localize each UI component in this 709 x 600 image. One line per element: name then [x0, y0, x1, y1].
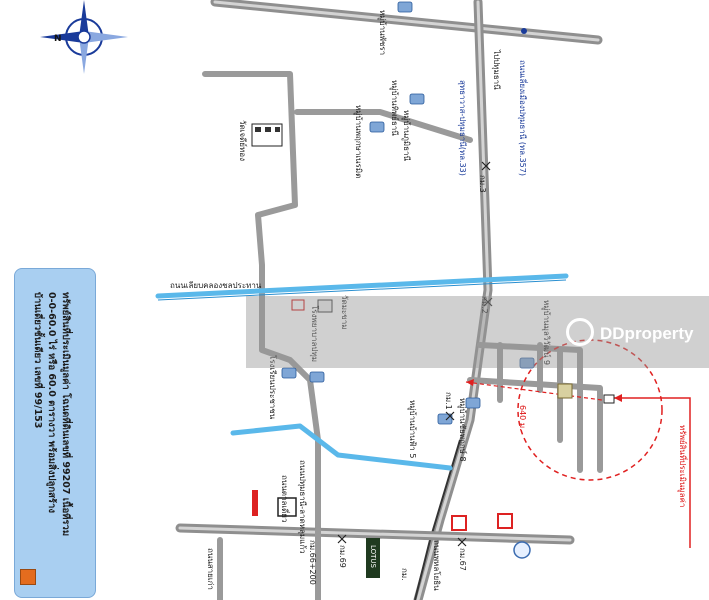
km-marker-icon	[337, 161, 493, 547]
legend-line-1: ทรัพย์สินที่ประเมินมูลค่า โฉนดที่ดินเลขท…	[60, 292, 71, 537]
label-compass-north: N	[54, 34, 62, 44]
label-lotus: LOTUS	[369, 545, 377, 569]
legend-line-2: 0-0-60.0 ไร่ หรือ 60.0 ตารางวา พร้อมสิ่ง…	[46, 292, 57, 513]
label-school2: โรงเรียนประชาชน	[268, 355, 278, 420]
road-village	[294, 109, 473, 143]
label-village7: หมู่บ้านบ้านฟ้า 5	[407, 400, 417, 458]
temple-icon	[317, 299, 333, 313]
village-icon	[281, 1, 535, 425]
label-school: วัดเจดีย์ทอง	[238, 120, 248, 161]
target-pointer	[614, 397, 691, 548]
watermark-band	[246, 296, 709, 368]
label-km3: กม.3	[478, 175, 487, 193]
canal	[155, 273, 569, 299]
distance-line	[465, 381, 603, 401]
label-km1: กม.1	[444, 392, 453, 410]
label-canal-road: ถนนเลียบคลองชลประทาน	[170, 281, 262, 290]
bank-logo	[513, 541, 531, 559]
label-km-south: กม.	[400, 568, 409, 581]
label-village1: หมู่บ้านพัชรา	[377, 10, 387, 55]
label-temple: วัดมะขาม	[340, 295, 349, 330]
label-market-rd: ถนนสายเก่า	[206, 548, 215, 590]
label-hospital: โรงพยาบาลปทุม	[310, 305, 320, 362]
label-south-road: ถนนพหลโยธิน	[432, 540, 442, 591]
canal-edge	[157, 279, 567, 301]
label-distance: 640 ม.	[518, 405, 527, 431]
red-sign-icon	[252, 490, 258, 516]
legend-marker-icon	[20, 569, 36, 585]
label-bypass-road: ถนนตาลเดี่ยว	[280, 475, 291, 522]
label-km69: กม.69	[338, 545, 347, 568]
road-local-1	[467, 377, 603, 473]
lotus-logo	[366, 538, 380, 578]
label-village8: หมู่บ้านมุลวิวัฒน์ 9	[541, 300, 552, 365]
road-local-2	[477, 342, 583, 473]
shop-logo-1	[451, 515, 467, 531]
square-building-icon	[277, 497, 297, 517]
legend-box	[14, 268, 96, 598]
label-suthawat: สุทธาวาส-ปทุมธานี(ทล.33)	[458, 80, 467, 176]
label-village3: หมู่บ้านภูมิธานี	[401, 110, 411, 162]
legend-text: ทรัพย์สินที่ประเมินมูลค่า โฉนดที่ดินเลขท…	[32, 292, 72, 592]
label-target: ทรัพย์สินที่ประเมินมูลค่า	[677, 425, 689, 507]
building-icon	[251, 123, 283, 147]
label-village2: หมู่บ้านทิพย์ธานี	[389, 80, 400, 136]
hospital-icon	[291, 299, 305, 311]
label-village6: หมู่บ้านชัยพฤกษ์ 8	[457, 398, 468, 462]
label-km2: กม.2	[480, 296, 489, 314]
shop-logo-2	[497, 513, 513, 529]
watermark-brand: DDproperty	[600, 324, 694, 343]
label-km67: กม.67	[458, 548, 467, 571]
target-marker	[603, 394, 615, 404]
label-village4: หมู่บ้านพฤกษาเนรมิต	[353, 105, 363, 178]
label-north-dir: ไปปทุมธานี	[492, 49, 501, 90]
road-west-north	[202, 71, 321, 600]
junction-dot	[521, 28, 527, 34]
ddproperty-logo-icon	[566, 318, 594, 346]
label-km66: กม.66+200	[308, 540, 317, 585]
canal-lower	[230, 423, 453, 471]
legend-line-3: บ้านเดี่ยวชั้นเดียว เลขที่ 99/153	[32, 292, 43, 429]
label-local-road: ถนนปทุมธานี-ลาดหลุมแก้ว	[298, 460, 307, 554]
compass-icon	[40, 0, 128, 74]
label-bypass: ถนนเลี่ยงเมืองปทุมธานี (ทล.357)	[518, 60, 529, 176]
house-icon	[557, 383, 573, 399]
